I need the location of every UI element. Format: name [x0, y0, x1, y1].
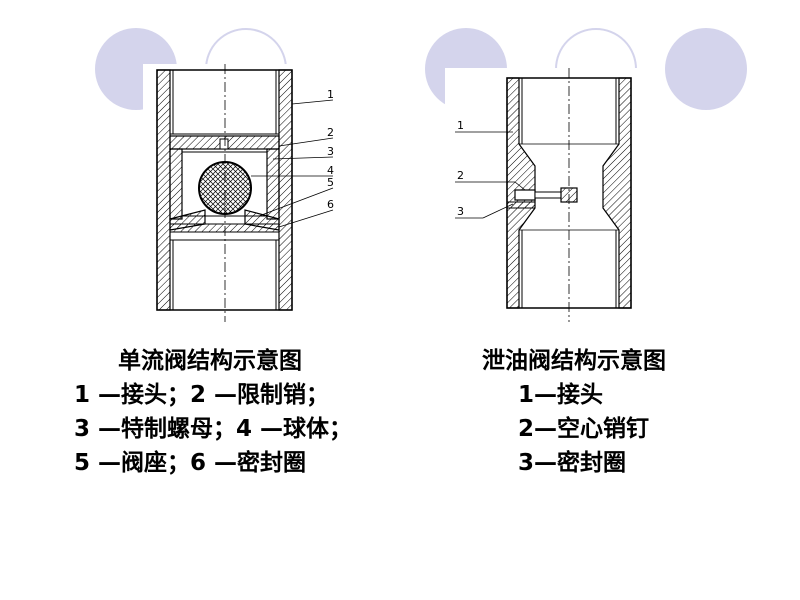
callout-2: 2 — [457, 169, 464, 182]
check-valve-legend-line-2: 3 —特制螺母；4 —球体； — [74, 416, 353, 442]
limit-pin — [219, 138, 229, 150]
hollow-pin — [514, 189, 536, 201]
callout-2: 2 — [327, 126, 334, 139]
callout-1: 1 — [457, 119, 464, 132]
nut-left-wall — [169, 148, 183, 220]
check-valve-diagram: 1 2 3 4 5 6 — [143, 64, 353, 326]
drain-valve-legend-line-3: 3—密封圈 — [518, 450, 627, 476]
callout-4: 4 — [327, 164, 334, 177]
ball — [198, 161, 252, 215]
drain-valve-diagram: 1 2 3 — [445, 68, 645, 326]
cage — [181, 151, 268, 217]
nut-right-wall — [266, 148, 280, 220]
callout-3: 3 — [327, 145, 334, 158]
seal-ring — [169, 223, 280, 233]
callout-3: 3 — [457, 205, 464, 218]
check-valve-legend-line-3: 5 —阀座；6 —密封圈 — [74, 450, 307, 476]
joint-body-right-wall — [278, 69, 293, 311]
decor-circle-5 — [665, 28, 747, 110]
joint-body-left-wall — [156, 69, 171, 311]
drain-valve-caption: 泄油阀结构示意图 1—接头 2—空心销钉 3—密封圈 — [482, 344, 666, 480]
hollow-pin-shaft — [534, 191, 562, 199]
callout-6: 6 — [327, 198, 334, 211]
check-valve-caption: 单流阀结构示意图 1 —接头；2 —限制销； 3 —特制螺母；4 —球体； 5 … — [74, 344, 352, 480]
callout-5: 5 — [327, 176, 334, 189]
check-valve-title: 单流阀结构示意图 — [118, 348, 302, 374]
drain-valve-legend-line-2: 2—空心销钉 — [518, 416, 650, 442]
seal-ring — [506, 201, 536, 209]
callout-1: 1 — [327, 88, 334, 101]
joint-body-outline — [156, 69, 293, 311]
drain-valve-title: 泄油阀结构示意图 — [482, 348, 666, 374]
joint-body-right-wall — [602, 77, 632, 309]
drain-valve-legend-line-1: 1—接头 — [518, 382, 604, 408]
check-valve-legend-line-1: 1 —接头；2 —限制销； — [74, 382, 330, 408]
